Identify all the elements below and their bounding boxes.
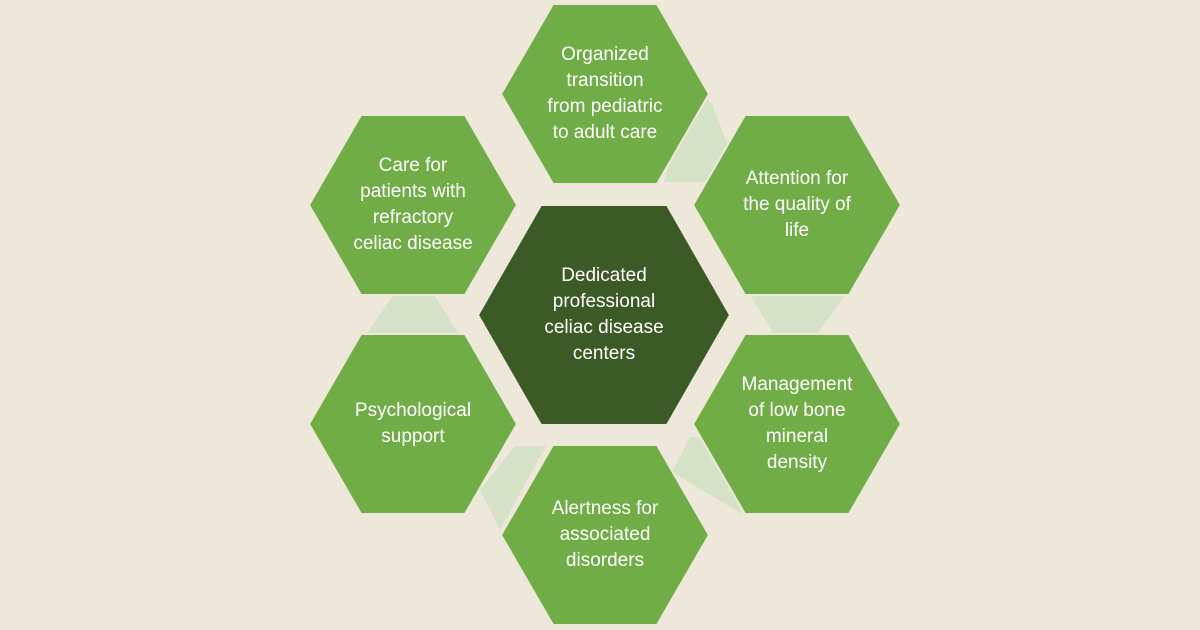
- hexagons: [307, 3, 903, 626]
- connector-1: [750, 295, 845, 333]
- hexagon-quality-of-life: [691, 114, 903, 296]
- hexagon-psychological-support: [307, 333, 519, 515]
- hexagon-center: [476, 204, 732, 426]
- connector-4: [367, 296, 458, 333]
- hexagon-refractory: [307, 114, 519, 296]
- hexagon-transition: [499, 3, 711, 185]
- hexagon-bone-density: [691, 333, 903, 515]
- connector-3: [480, 446, 546, 530]
- hexagon-associated-disorders: [499, 444, 711, 626]
- connector-2: [672, 437, 742, 514]
